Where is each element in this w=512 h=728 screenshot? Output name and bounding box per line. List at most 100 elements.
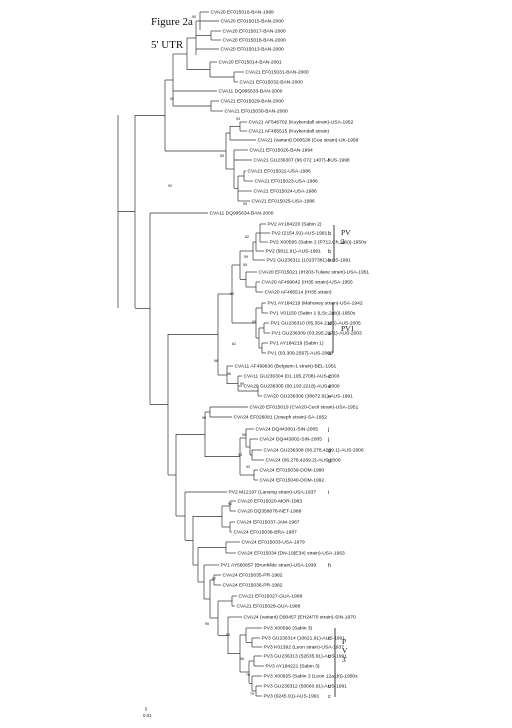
leaf-label: CVA24 (06.278.4269.2)-AUS-2006 [266,458,341,464]
leaf-label: CVA24 EF015037-JAM-1987 [237,520,300,526]
isolate-letter: a [328,351,332,357]
isolate-letter: g [328,448,331,454]
isolate-letter: i [328,490,329,496]
leaf-label: CVA24 (variant) D90457 (EH24/70 strain)-… [244,615,356,621]
leaf-label: CVA24 EF015034 (DN-19(E34) strain)-USA-1… [238,551,346,557]
leaf-label: PV2 (2154.91)-AUS-1991 [272,231,328,237]
bootstrap-value: 99 [202,416,206,420]
leaf-label: PV2 (9011.91)-AUS-1991 [266,249,322,255]
isolate-letter: b [328,258,331,264]
leaf-label: CVA20 EF015020-MOR-1983 [238,499,303,505]
bootstrap-value: 96 [240,657,244,661]
group-label-part: V [342,646,348,655]
leaf-label: CVA21 EF015025-USA-1986 [252,199,316,205]
leaf-label: CVA21 EF015022-USA-1986 [248,169,312,175]
leaf-label: PV2 M12197 (Lansing strain)-USA-1937 [229,490,317,496]
leaf-label: PV2 GU236311 (10237381)-AUS-1991 [267,258,352,264]
group-label: PV1 [341,324,355,333]
isolate-letter: b [328,249,331,255]
leaf-label: CVA21 EF015029-BAN-2000 [221,99,285,105]
bootstrap-value: 99 [230,292,234,296]
leaf-label: PV3 GU236312 (50660.91)-AUS-1991 [264,684,348,690]
bootstrap-value: 93 [236,117,240,121]
leaf-label: CVA20 GU236306 (38672.91)-AUS-1991 [264,394,354,400]
bootstrap-value: 87 [212,577,216,581]
leaf-label: CVA11 GU236304 (01.105.2708)-AUS-2003 [244,374,340,380]
bootstrap-value: 98 [214,359,218,363]
figure-subtitle: 5' UTR [151,39,184,51]
group-label-part: PV [341,228,351,237]
leaf-label: CVA20 DQ358078-NET-1988 [238,509,302,515]
leaf-label: CVA20 EF015015-BAN-2000 [221,19,285,25]
leaf-label: PV3 X00925 (Sabin 3 (Leon 12a1b))-1950s [264,674,359,680]
leaf-label: CVA21 EF015032-BAN-2000 [240,80,304,86]
leaf-label: PV1 V01150 (Sabin 1 (LSc,2ab))-1950s [270,311,356,317]
leaf-label: PV3 GU236314 (10621.91)-AUS-1991 [262,636,346,642]
bootstrap-value: 95 [205,622,209,626]
leaf-label: CVA21 EF015030-BAN-2000 [225,109,289,115]
tree-branches [117,11,270,697]
leaf-label: CVA21 EF015027-GUA-1988 [239,594,303,600]
leaf-label: CVA20 EF015017-BAN-2000 [223,29,287,35]
isolate-letter: c [328,636,331,642]
group-label-part: 3 [342,655,346,664]
leaf-label: CVA21 (variant) D00538 (Coe strain)-UK-1… [258,138,359,144]
scale-label: 0.01 [143,713,152,718]
leaf-label: CVA24 EF015039-DOM-1990 [260,468,325,474]
leaf-label: CVA20 EF015013-BAN-2000 [221,47,285,53]
bootstrap-value: 55 [243,263,247,267]
leaf-label: CVA24 EF015036-PR-1982 [223,583,283,589]
leaf-label: PV3 GU236313 (52635.91)-AUS-1991 [264,654,348,660]
group-label-part: 2 [341,237,345,246]
bootstrap-value: 90 [192,15,196,19]
leaf-label: CVA20 AF465514 (IH35 strain) [265,290,332,296]
leaf-label: CVA24 DQ443001-SIN-2005 [256,427,319,433]
isolate-letter: e [328,394,331,400]
isolate-letter: j [327,427,329,433]
leaf-label: PV2 AY184220 (Sabin 2) [268,222,322,228]
leaf-label: PV3 AY184221 (Sabin 3) [266,664,320,670]
leaf-label: PV1 GU236309 (03.295.2171)-AUS-2003 [272,331,363,337]
leaf-label: CVA21 EF015028-GUA-1988 [237,604,301,610]
isolate-letter: c [328,374,331,380]
isolate-letter: g [328,458,331,464]
bootstrap-value: 90 [228,502,232,506]
leaf-label: CVA11 DQ995634-BAN-2000 [210,211,274,217]
leaf-label: PV3 K01392 (Leon strain)-USA-1937 [264,645,345,651]
leaf-label: PV3 X00596 (Sabin 3) [264,626,313,632]
bootstrap-value: 92 [168,184,172,188]
leaf-label: CVA20 EF015016-BAN-1999 [211,10,275,16]
bootstrap-value: 65 [252,320,256,324]
group-label-part: P [342,637,346,646]
bootstrap-value: 99 [240,382,244,386]
leaf-label: CVA20 GU236305 (00.193.2218)-AUS-2000 [244,384,340,390]
leaf-label: PV3 (9245.91)-AUS-1991 [264,694,320,700]
bootstrap-value: 99 [243,202,247,206]
leaf-label: PV1 (03.309.2567)-AUS-2003 [268,351,334,357]
bootstrap-value: 96 [227,372,231,376]
leaf-label: CVA21 EF015023-USA-1986 [255,179,319,185]
leaf-label: CVA20 EF015021 (IH203-Tulane strain)-USA… [259,270,370,276]
bootstrap-value: 55 [220,154,224,158]
leaf-label: CVA24 EF015033-USA-1979 [242,540,306,546]
isolate-letter: j [327,437,329,443]
bootstrap-value: 62 [232,342,236,346]
leaf-label: CVA21 EF015026-BAN-1994 [250,148,314,154]
isolate-letter: f [328,158,330,164]
isolate-letter: b [328,231,331,237]
leaf-label: CVA24 EF015038-BRA-1987 [234,530,298,536]
leaf-label: CVA21 EF015031-BAN-2000 [246,70,310,76]
bootstrap-value: 59 [244,255,248,259]
leaf-label: CVA21 AF546702 (Kuykendall strain)-USA-1… [249,120,354,126]
leaf-label: CVA11 AF499636 (Belgium-1 strain)-BEL-19… [235,364,337,370]
leaf-label: CVA20 EF015014-BAN-2001 [219,60,283,66]
bootstrap-value: 96 [242,433,246,437]
leaf-label: CVA20 EF015019 (CVA20-Cecil strain)-USA-… [250,405,359,411]
bootstrap-value: 79 [250,692,254,696]
bootstrap-values: 9092935599928259559965629996989996939390… [168,15,256,696]
isolate-letter: c [328,684,331,690]
bootstrap-value: 82 [245,235,249,239]
